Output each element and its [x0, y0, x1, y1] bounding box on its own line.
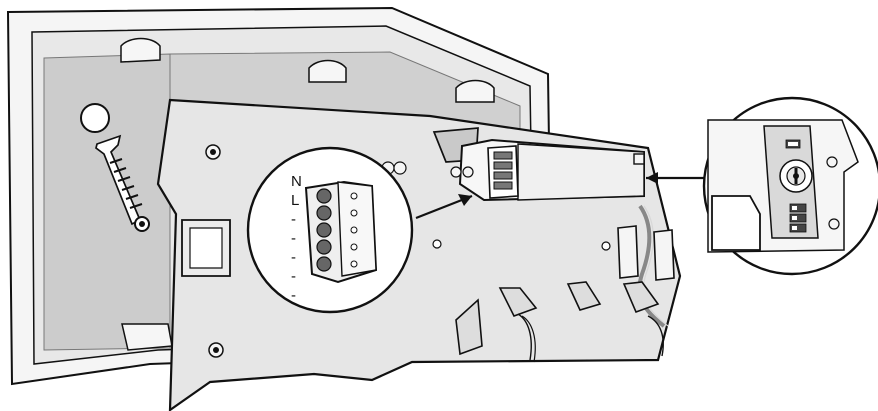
callout-arrow-icon [646, 172, 658, 184]
label-dash-2: - [291, 230, 296, 247]
lower-clips [455, 281, 664, 363]
left-magnifier: N L - - - - - [246, 146, 414, 314]
label-dash-4: - [291, 268, 296, 285]
rotary-switch-icon [779, 159, 813, 193]
terminal-openings [350, 192, 358, 268]
right-magnifier [702, 96, 878, 276]
top-mounting-clip-left [120, 37, 161, 63]
top-mounting-clip-middle [308, 59, 347, 83]
mounting-hole [80, 103, 110, 133]
label-n: N [291, 173, 302, 190]
plate-post-right [393, 161, 407, 175]
mounting-plate [156, 98, 682, 411]
plate-slot-left-inner [189, 227, 223, 269]
bottom-mounting-clip [121, 323, 173, 351]
wall-screw [80, 103, 150, 232]
device-module [432, 127, 645, 202]
label-l: L [291, 192, 299, 209]
top-mounting-clip-right [455, 79, 495, 103]
terminal-block-icon [493, 151, 513, 190]
label-dash-3: - [291, 249, 296, 266]
magnified-terminal-block [304, 180, 378, 284]
dip-switch-icon [785, 139, 807, 233]
cable-bundle [617, 204, 675, 328]
label-dash-1: - [291, 211, 296, 228]
left-callout-arrow [415, 194, 473, 220]
label-dash-5: - [291, 287, 296, 304]
screw-icon [95, 134, 150, 232]
terminal-screws [316, 188, 332, 272]
right-callout-arrow [646, 172, 704, 184]
callout-arrow-icon [458, 194, 472, 206]
